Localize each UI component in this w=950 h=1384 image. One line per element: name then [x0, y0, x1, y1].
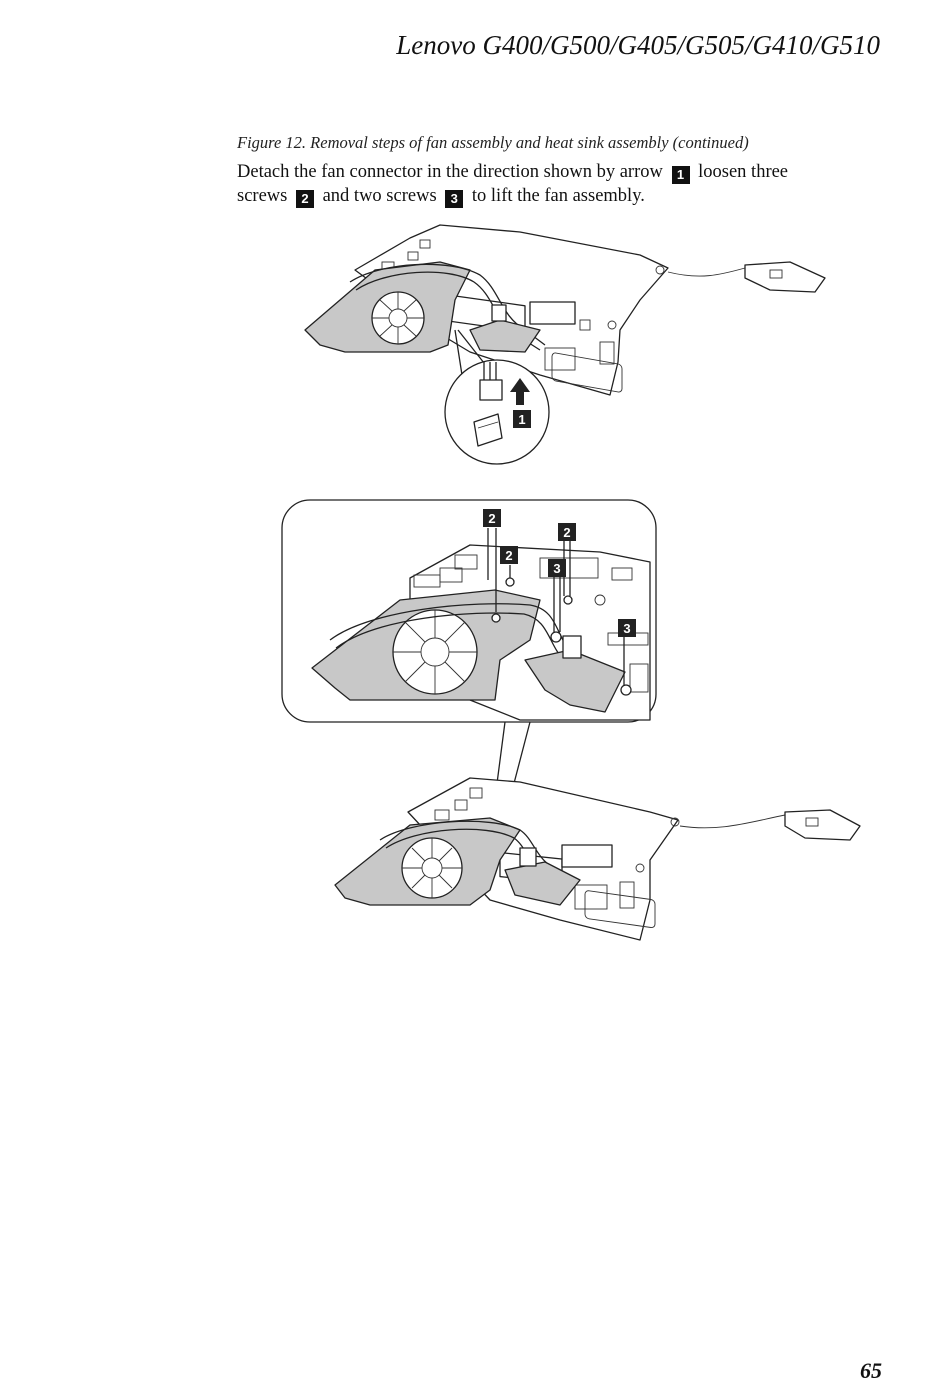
callout-label-3a: 3	[553, 561, 560, 576]
page-number: 65	[860, 1358, 882, 1383]
callout-badge-2a	[483, 509, 501, 527]
callout-badge-2b	[558, 523, 576, 541]
instruction-text-4: and two screws	[322, 186, 437, 206]
callout-badge-2c	[500, 546, 518, 564]
step-badge-1: 1	[671, 166, 690, 184]
step-badge-3: 3	[445, 190, 464, 208]
callout-label-2c: 2	[505, 548, 512, 563]
instruction-text-1: Detach the fan connector in the directio…	[237, 162, 663, 182]
callout-label-2b: 2	[563, 525, 570, 540]
figure-caption: Figure 12. Removal steps of fan assembly…	[237, 133, 749, 152]
instruction-text-2: loosen three	[698, 162, 789, 182]
callout-badge-3b	[618, 619, 636, 637]
callout-badge-3a	[548, 559, 566, 577]
callout-badge-1	[513, 410, 531, 428]
illustration-bottom-screws: 2 2 2 3 3	[281, 499, 861, 941]
instruction-text-3: screws	[237, 186, 288, 206]
callout-label-2a: 2	[488, 511, 495, 526]
instruction-text-5: to lift the fan assembly.	[471, 186, 645, 206]
instruction-paragraph: Detach the fan connector in the directio…	[237, 160, 857, 208]
callout-label-3b: 3	[623, 621, 630, 636]
illustration-top-motherboard: 1	[304, 224, 826, 465]
callout-label-1: 1	[518, 412, 525, 427]
document-header-title: Lenovo G400/G500/G405/G505/G410/G510	[396, 30, 880, 60]
step-badge-2: 2	[295, 190, 314, 208]
zoom-frame	[281, 499, 657, 723]
